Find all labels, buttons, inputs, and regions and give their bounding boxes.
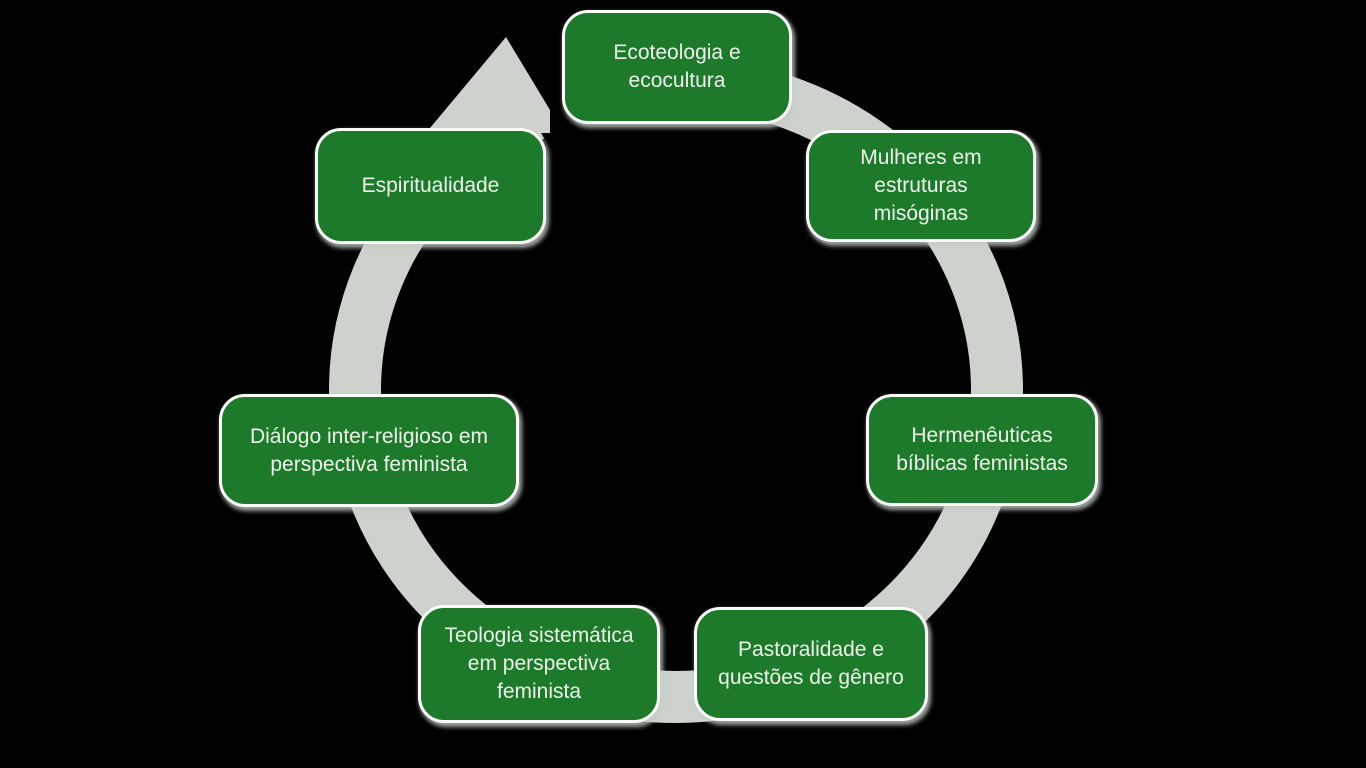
clockwise-arrowhead-icon bbox=[430, 37, 550, 133]
cycle-node-label: Pastoralidade e questões de gênero bbox=[718, 638, 904, 689]
cycle-node-teologia-sistematica-em-perspectiva-feminista: Teologia sistemática em perspectiva femi… bbox=[418, 605, 660, 723]
cycle-node-pastoralidade-e-questoes-de-genero: Pastoralidade e questões de gênero bbox=[694, 607, 928, 721]
cycle-node-dialogo-inter-religioso-em-perspectiva-feminista: Diálogo inter-religioso em perspectiva f… bbox=[219, 394, 519, 507]
cycle-node-label: Ecoteologia e ecocultura bbox=[613, 41, 741, 92]
cycle-node-label: Espiritualidade bbox=[361, 174, 500, 198]
cycle-node-mulheres-em-estruturas-misoginas: Mulheres em estruturas misóginas bbox=[806, 130, 1036, 242]
cycle-node-ecoteologia-e-ecocultura: Ecoteologia e ecocultura bbox=[562, 10, 792, 124]
cycle-node-label: Mulheres em estruturas misóginas bbox=[860, 146, 982, 225]
cycle-node-hermeneuticas-biblicas-feministas: Hermenêuticas bíblicas feministas bbox=[866, 394, 1098, 506]
cycle-node-espiritualidade: Espiritualidade bbox=[315, 128, 546, 244]
cycle-node-label: Teologia sistemática em perspectiva femi… bbox=[444, 624, 634, 703]
cycle-node-label: Diálogo inter-religioso em perspectiva f… bbox=[249, 424, 489, 476]
cycle-node-label: Hermenêuticas bíblicas feministas bbox=[896, 424, 1068, 475]
